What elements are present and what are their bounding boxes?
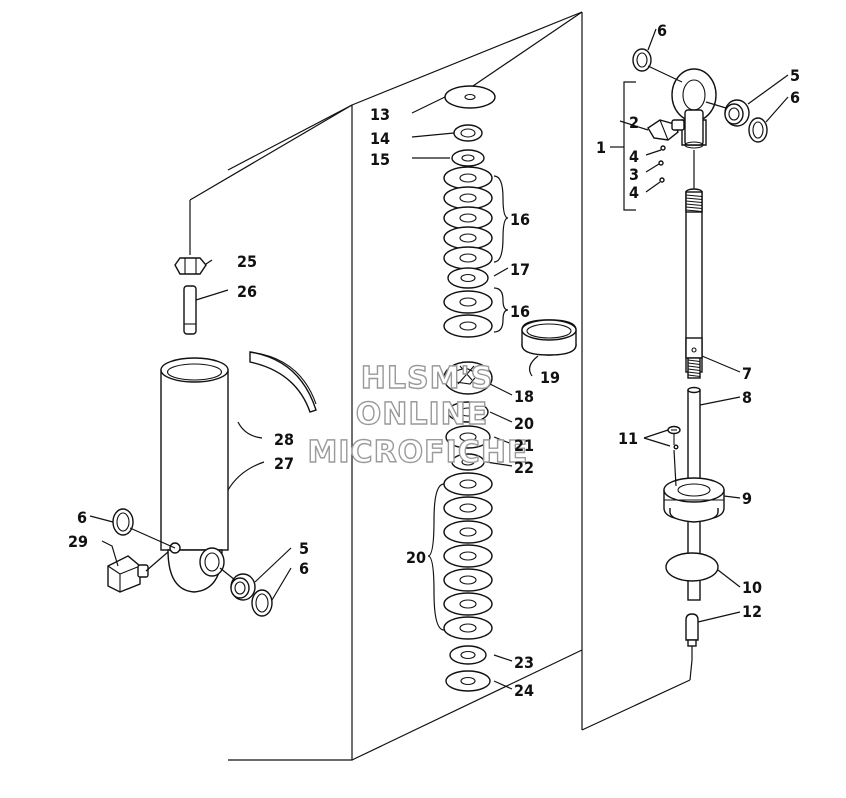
nut-25	[174, 257, 207, 275]
shim-20-lower-6	[443, 592, 493, 616]
shim-20-lower-7	[443, 616, 493, 640]
shim-16-upper-1	[443, 166, 493, 190]
callout-23: 23	[514, 653, 534, 672]
callout-19: 19	[540, 368, 560, 387]
shock-body-27	[160, 357, 229, 593]
callout-27: 27	[274, 454, 294, 473]
screw-11	[667, 425, 681, 487]
right-assembly	[610, 48, 768, 681]
leader-lines	[89, 28, 789, 690]
shim-20-lower-3	[443, 520, 493, 544]
watermark: HLSM'S ONLINE MICROFICHE	[307, 360, 529, 470]
callout-5-left: 5	[299, 539, 309, 558]
washer-14	[453, 124, 483, 142]
callout-20-upper: 20	[514, 414, 534, 433]
shim-20-lower-4	[443, 544, 493, 568]
shim-16-upper-3	[443, 206, 493, 230]
callout-28: 28	[274, 430, 294, 449]
watermark-line-3: MICROFICHE	[308, 435, 529, 470]
panel-outlines	[227, 11, 691, 761]
shim-16-upper-5	[443, 246, 493, 270]
bushing-5-right	[705, 99, 750, 127]
shim-16-upper-2	[443, 186, 493, 210]
shim-20-lower-1	[443, 472, 493, 496]
spring-3	[658, 160, 664, 166]
callout-6-right: 6	[790, 88, 800, 107]
callout-8: 8	[742, 388, 752, 407]
callout-11: 11	[618, 429, 638, 448]
shim-21	[445, 425, 491, 449]
shaft-7	[685, 188, 703, 379]
callout-15: 15	[370, 150, 390, 169]
shim-23	[449, 645, 487, 665]
callout-4-upper: 4	[629, 147, 639, 166]
ring-19	[521, 319, 577, 356]
shim-15	[451, 149, 485, 167]
callout-29: 29	[68, 532, 88, 551]
shim-stack-lower	[443, 401, 493, 692]
callout-18: 18	[514, 387, 534, 406]
snap-ring-6-right	[748, 117, 768, 143]
callout-10: 10	[742, 578, 762, 597]
bushing-5-left	[219, 567, 256, 601]
valve-2	[647, 119, 685, 141]
left-assembly	[107, 104, 353, 617]
callout-2: 2	[629, 113, 639, 132]
shim-20-upper	[447, 401, 489, 423]
shim-stack-upper	[443, 149, 493, 338]
shim-20-lower-2	[443, 496, 493, 520]
callout-16-upper: 16	[510, 210, 530, 229]
tip-12	[685, 613, 699, 681]
ball-4-upper	[660, 145, 666, 151]
callout-12: 12	[742, 602, 762, 621]
shim-16-lower-1	[443, 290, 493, 314]
callout-5-right: 5	[790, 66, 800, 85]
watermark-line-1: HLSM'S	[361, 361, 493, 396]
callout-1: 1	[596, 138, 606, 157]
callout-20-lower: 20	[406, 548, 426, 567]
eyelet	[671, 68, 717, 149]
shim-17	[447, 267, 489, 289]
snap-ring-6-top	[632, 48, 683, 83]
snap-ring-6-left-lower	[251, 589, 273, 617]
callout-6-left-upper: 6	[77, 508, 87, 527]
ball-4-lower	[659, 177, 665, 183]
callout-25: 25	[237, 252, 257, 271]
shim-16-upper-4	[443, 226, 493, 250]
shim-22	[451, 453, 485, 471]
shim-20-lower-5	[443, 568, 493, 592]
callout-26: 26	[237, 282, 257, 301]
shim-24	[445, 670, 491, 692]
callout-17: 17	[510, 260, 530, 279]
callout-7: 7	[742, 364, 752, 383]
shim-16-lower-2	[443, 314, 493, 338]
callout-labels: 25 26 28 27 6 29 5 6 13 14 15 16 17 16 1…	[68, 21, 800, 700]
watermark-line-2: ONLINE	[356, 397, 489, 432]
callout-3: 3	[629, 165, 639, 184]
block-29	[107, 551, 169, 593]
seal-head-9	[663, 477, 725, 523]
washer-stack	[443, 11, 583, 692]
callout-6-top: 6	[657, 21, 667, 40]
pin-26	[183, 285, 197, 335]
callout-14: 14	[370, 129, 390, 148]
callout-4-lower: 4	[629, 183, 639, 202]
callout-16-lower: 16	[510, 302, 530, 321]
washer-10	[665, 552, 719, 582]
callout-9: 9	[742, 489, 752, 508]
bracket-1	[623, 81, 636, 211]
callout-24: 24	[514, 681, 534, 700]
callout-22: 22	[514, 458, 534, 477]
callout-13: 13	[370, 105, 390, 124]
callout-6-left-lower: 6	[299, 559, 309, 578]
washer-13	[444, 85, 496, 109]
piston-18	[443, 361, 493, 395]
shield-28	[249, 351, 317, 413]
callout-21: 21	[514, 436, 534, 455]
